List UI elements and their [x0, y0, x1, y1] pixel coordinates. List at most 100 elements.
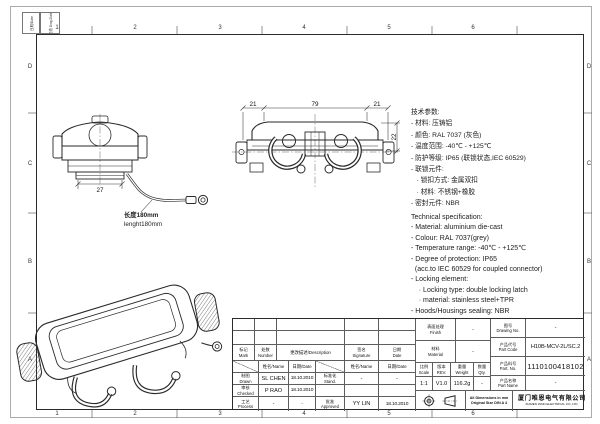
stand-name: - [345, 373, 379, 385]
dim-79: 79 [311, 101, 319, 108]
dimension-note: All Dimensions in mm Original Size DIN A… [466, 391, 513, 411]
process-name: - [259, 397, 289, 411]
part-name-value: - [526, 376, 585, 391]
empty-cell [345, 385, 379, 397]
first-angle-projection-icon [422, 394, 457, 408]
terminal-barrel [185, 196, 197, 204]
ruler-col-4-bottom: 4 [302, 411, 306, 417]
subheader-name-left: 姓名/Name [259, 361, 289, 373]
ruler-row-b-right: B [586, 259, 591, 265]
cable-leader-line [140, 199, 153, 213]
rev-row1-date [379, 319, 416, 331]
header-mark: 标记 Mark [233, 345, 255, 361]
front-view [232, 114, 398, 188]
header-signature: 签名 Signature [345, 345, 379, 361]
material-label: 材料 Material [416, 341, 456, 363]
dim-27: 27 [96, 187, 104, 194]
ruler-col-2-bottom: 2 [133, 411, 137, 417]
subheader-diagonal-right [316, 361, 345, 373]
rev-label: 版本 REV. [433, 363, 451, 377]
ruler-col-3-bottom: 3 [218, 411, 222, 417]
sheet-outer-border [10, 6, 592, 418]
rev-row1-mark [233, 319, 255, 331]
dim-21-left: 21 [249, 101, 257, 108]
company-names: 厦门唯恩电气有限公司 XIAMEN WAIN ELECTRICAL CO.,LT… [518, 395, 585, 406]
header-date: 日期 Date [379, 345, 416, 361]
scale-value: 1:1 [416, 377, 433, 391]
rev-value: V1.0 [433, 377, 451, 391]
header-description: 更改描述/Description [277, 345, 345, 361]
iso-ring-terminal [211, 341, 223, 352]
process-label: 工艺 Process [233, 397, 259, 411]
checked-label: 审核 Checked [233, 385, 259, 397]
finish-label: 表面处理 Finish [416, 319, 456, 341]
approved-label: 批准 Approved [316, 397, 345, 411]
finish-value: - [456, 319, 491, 341]
ruler-row-a-right: A [586, 357, 591, 363]
process-date: - [289, 397, 316, 411]
drawing-no-value: - [526, 319, 585, 338]
ruler-ticks [28, 26, 592, 418]
subheader-name-right: 姓名/Name [345, 361, 379, 373]
checked-date: 18.10.2010 [289, 385, 316, 397]
qty-value: - [474, 377, 491, 391]
weight-value: 116.2g [451, 377, 474, 391]
title-block: 标记 Mark 处数 Number 更改描述/Description 签名 Si… [232, 318, 585, 411]
part-code-value: H10B-MCV-2L/SC.2 [526, 338, 585, 357]
rev-row1-description [277, 319, 345, 331]
stand-date: - [379, 373, 416, 385]
company-cell: WAIN 厦门唯恩电气有限公司 XIAMEN WAIN ELECTRICAL C… [513, 391, 585, 411]
ruler-col-5-bottom: 5 [387, 411, 391, 417]
rev-row2-date [379, 331, 416, 345]
rev-row1-number [255, 319, 277, 331]
iso-view [16, 284, 223, 408]
company-name-en: XIAMEN WAIN ELECTRICAL CO.,LTD [525, 401, 579, 406]
ruler-col-6-bottom: 6 [471, 411, 475, 417]
dimension-labels: 21 79 21 22 27 [96, 101, 398, 194]
part-code-label: 产品代号 Part Code [491, 338, 526, 357]
dim-21-right: 21 [373, 101, 381, 108]
qty-label: 数量 Qty. [474, 363, 491, 377]
dimension-lines [75, 105, 400, 189]
rev-row2-description [277, 331, 345, 345]
ruler-col-5-top: 5 [387, 25, 391, 31]
subheader-date-left: 日期/Date [289, 361, 316, 373]
projection-symbols-cell [416, 391, 466, 411]
iso-left-latch-pad [16, 342, 43, 382]
ruler-col-3-top: 3 [218, 25, 222, 31]
drawn-date: 18.10.2010 [289, 373, 316, 385]
corner-box-b: 更改 Dwg.Date [40, 12, 60, 34]
drawn-label: 制图 Drawn [233, 373, 259, 385]
cable-length-note: 长度180mm lenght180mm [124, 212, 162, 229]
company-name-cn: 厦门唯恩电气有限公司 [518, 395, 585, 403]
dim-22: 22 [391, 133, 398, 141]
ruler-col-6-top: 6 [471, 25, 475, 31]
ruler-row-c-right: C [586, 161, 592, 167]
side-view [52, 114, 148, 186]
drawing-no-label: 图号 Drawing No. [491, 319, 526, 338]
rev-row2-signature [345, 331, 379, 345]
iso-right-latch-pad [193, 292, 220, 332]
cable-length-note-cn: 长度180mm [124, 212, 159, 219]
ruler-col-4-top: 4 [302, 25, 306, 31]
ruler-col-2-top: 2 [133, 25, 137, 31]
approved-date: 18.10.2010 [379, 397, 416, 411]
approved-name: YY LIN [345, 397, 379, 411]
technical-spec-cn: 技术参数: - 材料: 压铸铝 - 颜色: RAL 7037 (灰色) - 温度… [411, 109, 526, 208]
technical-spec-en: Technical specification: - Material: alu… [411, 214, 543, 315]
rev-row2-number [255, 331, 277, 345]
rev-row1-signature [345, 319, 379, 331]
scale-label: 比例 Scale [416, 363, 433, 377]
ruler-col-1-top: 1 [55, 25, 59, 31]
subheader-diagonal-left [233, 361, 259, 373]
part-no-label: 产品料号 Part. No. [491, 357, 526, 376]
header-number: 处数 Number [255, 345, 277, 361]
weight-label: 重量 Weight [451, 363, 474, 377]
checked-name: P RAO [259, 385, 289, 397]
subheader-date-right: 日期/Date [379, 361, 416, 373]
rev-row2-mark [233, 331, 255, 345]
corner-box-a: 日期/Date [22, 12, 40, 34]
part-name-label: 产品名称 Part Name [491, 376, 526, 391]
